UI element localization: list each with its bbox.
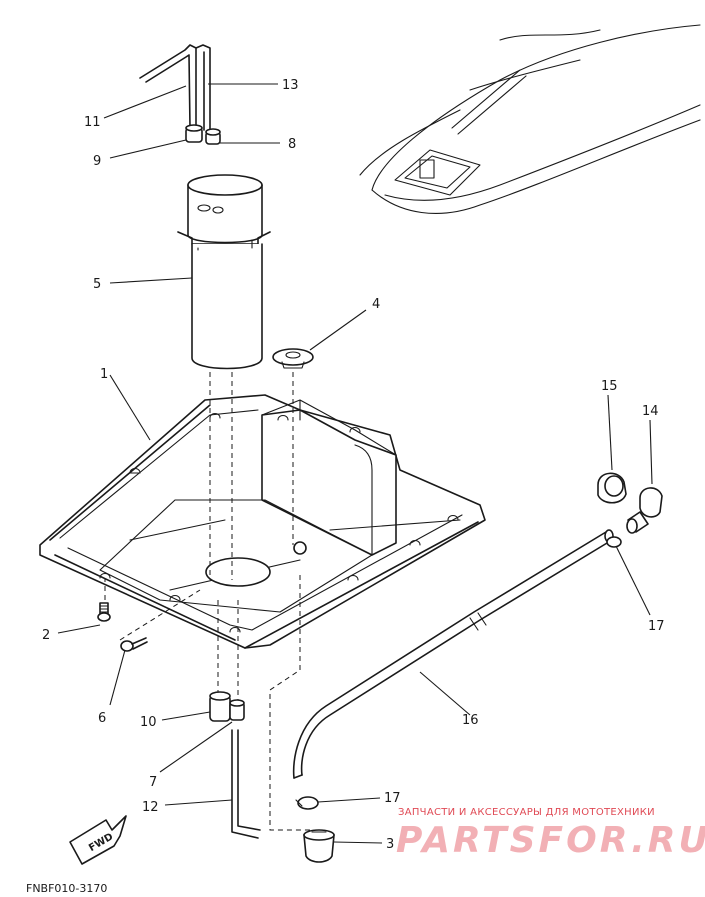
watermark: ЗАПЧАСТИ И АКСЕССУАРЫ ДЛЯ МОТОТЕХНИКИ PA… bbox=[396, 807, 705, 861]
lower-fittings bbox=[209, 691, 245, 722]
rod bbox=[231, 729, 261, 839]
callout-16: 16 bbox=[462, 713, 479, 728]
vent-tubes bbox=[139, 44, 211, 131]
plug bbox=[303, 829, 335, 863]
callout-labels: 11 13 9 8 5 4 1 2 6 10 7 12 15 14 17 16 … bbox=[42, 78, 665, 852]
watermark-brand: PARTSFOR.RU bbox=[396, 820, 705, 861]
grommet bbox=[272, 348, 314, 369]
hose-clamps bbox=[295, 536, 622, 810]
assembly-lines bbox=[104, 372, 310, 831]
callout-2: 2 bbox=[42, 628, 50, 643]
callout-17-right: 17 bbox=[648, 619, 665, 634]
callout-12: 12 bbox=[142, 800, 159, 815]
fwd-arrow: FWD bbox=[69, 815, 127, 865]
callout-11: 11 bbox=[84, 115, 101, 130]
hose bbox=[292, 529, 614, 779]
watermark-tagline: ЗАПЧАСТИ И АКСЕССУАРЫ ДЛЯ МОТОТЕХНИКИ bbox=[398, 807, 655, 818]
tube-fittings bbox=[185, 124, 221, 145]
container-body bbox=[177, 174, 271, 370]
side-fittings bbox=[597, 472, 663, 534]
screws bbox=[97, 602, 148, 652]
callout-5: 5 bbox=[93, 277, 101, 292]
callout-3: 3 bbox=[386, 837, 394, 852]
callout-14: 14 bbox=[642, 404, 659, 419]
diagram-code: FNBF010-3170 bbox=[26, 882, 107, 895]
tray-frame bbox=[39, 394, 486, 649]
callout-4: 4 bbox=[372, 297, 380, 312]
callout-10: 10 bbox=[140, 715, 157, 730]
callout-17-bottom: 17 bbox=[384, 791, 401, 806]
callout-1: 1 bbox=[100, 367, 108, 382]
callout-9: 9 bbox=[93, 154, 101, 169]
callout-8: 8 bbox=[288, 137, 296, 152]
leader-lines bbox=[57, 83, 653, 844]
watercraft-inset bbox=[359, 24, 701, 214]
callout-6: 6 bbox=[98, 711, 106, 726]
callout-13: 13 bbox=[282, 78, 299, 93]
callout-15: 15 bbox=[601, 379, 618, 394]
callout-7: 7 bbox=[149, 775, 157, 790]
